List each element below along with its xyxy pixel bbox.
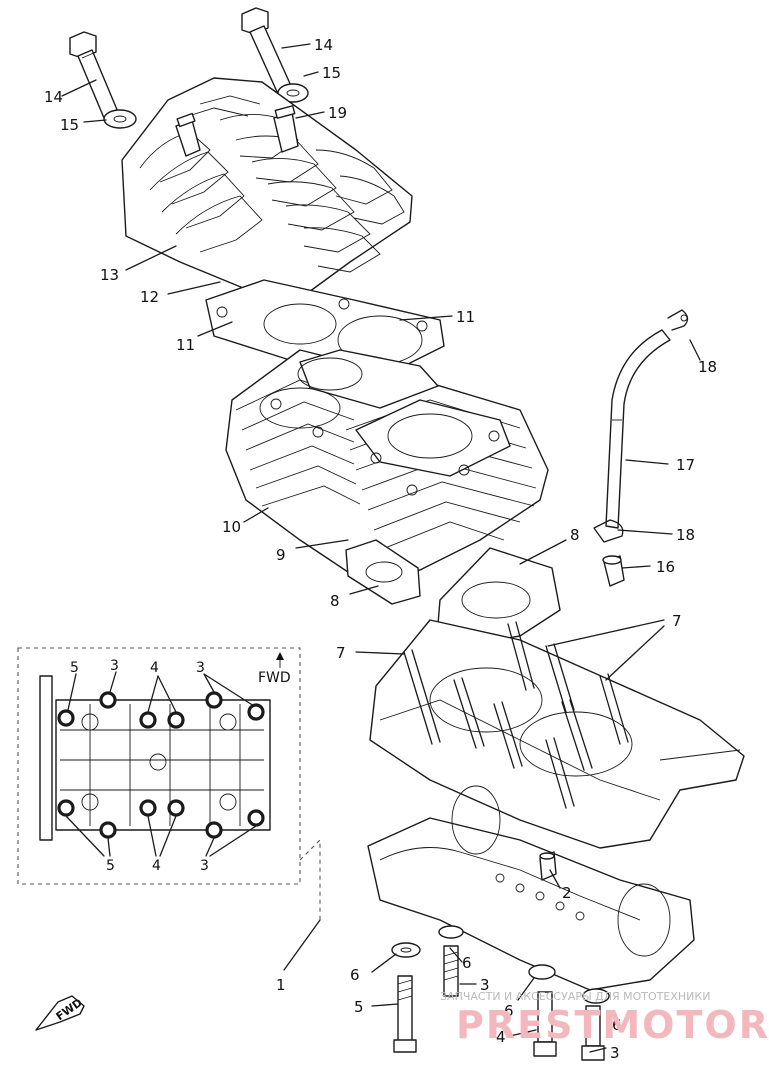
crankcase-bolt-short-left [438, 925, 464, 997]
breather-hose [605, 329, 671, 529]
callout-7-left: 7 [336, 644, 346, 662]
inset-fwd-label: FWD [258, 670, 291, 686]
inset-label-5-bottom: 5 [106, 858, 115, 874]
washer-lower-left [391, 942, 421, 958]
callout-1: 1 [276, 976, 286, 994]
callout-10: 10 [222, 518, 241, 536]
callout-11-left: 11 [176, 336, 195, 354]
callout-6-mid: 6 [462, 954, 472, 972]
inset-label-4-bottom: 4 [152, 858, 161, 874]
leader-lines [61, 43, 701, 1053]
callout-9: 9 [276, 546, 286, 564]
callout-5: 5 [354, 998, 364, 1016]
callout-2: 2 [562, 884, 572, 902]
spark-plug-left [175, 112, 201, 157]
callout-16: 16 [656, 558, 675, 576]
callout-3-mid: 3 [480, 976, 490, 994]
callout-6-right: 6 [612, 1016, 622, 1034]
crankcase-upper [369, 619, 745, 849]
inset-label-3-top-right: 3 [196, 660, 205, 676]
callout-11-right: 11 [456, 308, 475, 326]
breather-fitting [602, 555, 625, 587]
watermark-tagline: ЗАПЧАСТИ И АКСЕССУАРЫ ДЛЯ МОТОТЕХНИКИ [440, 990, 710, 1003]
head-bolt-left [69, 31, 119, 119]
callout-15-right: 15 [322, 64, 341, 82]
callout-6-lower: 6 [504, 1002, 514, 1020]
washer-left [103, 109, 137, 129]
inset-label-4-top: 4 [150, 660, 159, 676]
inset-label-3-top-left: 3 [110, 658, 119, 674]
crankcase-lower [367, 785, 695, 991]
crankcase-bolt-long-left [393, 975, 417, 1053]
callout-13: 13 [100, 266, 119, 284]
callout-18-lower: 18 [676, 526, 695, 544]
callout-4: 4 [496, 1028, 506, 1046]
washer-lower-mid [528, 964, 556, 980]
bolt-pattern-inset: FWD 5 3 [17, 647, 301, 885]
hose-clamp-top [667, 309, 689, 331]
callout-12: 12 [140, 288, 159, 306]
callout-17: 17 [676, 456, 695, 474]
spark-plug-right [273, 105, 299, 153]
fwd-arrow: FWD [35, 995, 85, 1031]
inset-label-5-top: 5 [70, 660, 79, 676]
cylinder-head [121, 77, 413, 301]
callout-14-right: 14 [314, 36, 333, 54]
callout-18-upper: 18 [698, 358, 717, 376]
watermark-logo: PRESTMOTOR.RU [456, 1003, 769, 1047]
callout-8-right: 8 [570, 526, 580, 544]
cylinder-base-gasket [345, 539, 561, 645]
washer-lower-right [582, 988, 610, 1004]
callout-7-right: 7 [672, 612, 682, 630]
callout-15-left: 15 [60, 116, 79, 134]
cylinder-block [225, 349, 549, 581]
callout-14-left: 14 [44, 88, 63, 106]
callout-3-right: 3 [610, 1044, 620, 1062]
callout-19: 19 [328, 104, 347, 122]
callout-6-left: 6 [350, 966, 360, 984]
hose-clamp-bottom [593, 519, 624, 543]
callout-8-left: 8 [330, 592, 340, 610]
crankcase-bolt-right-1 [533, 991, 557, 1057]
inset-label-3-bottom: 3 [200, 858, 209, 874]
